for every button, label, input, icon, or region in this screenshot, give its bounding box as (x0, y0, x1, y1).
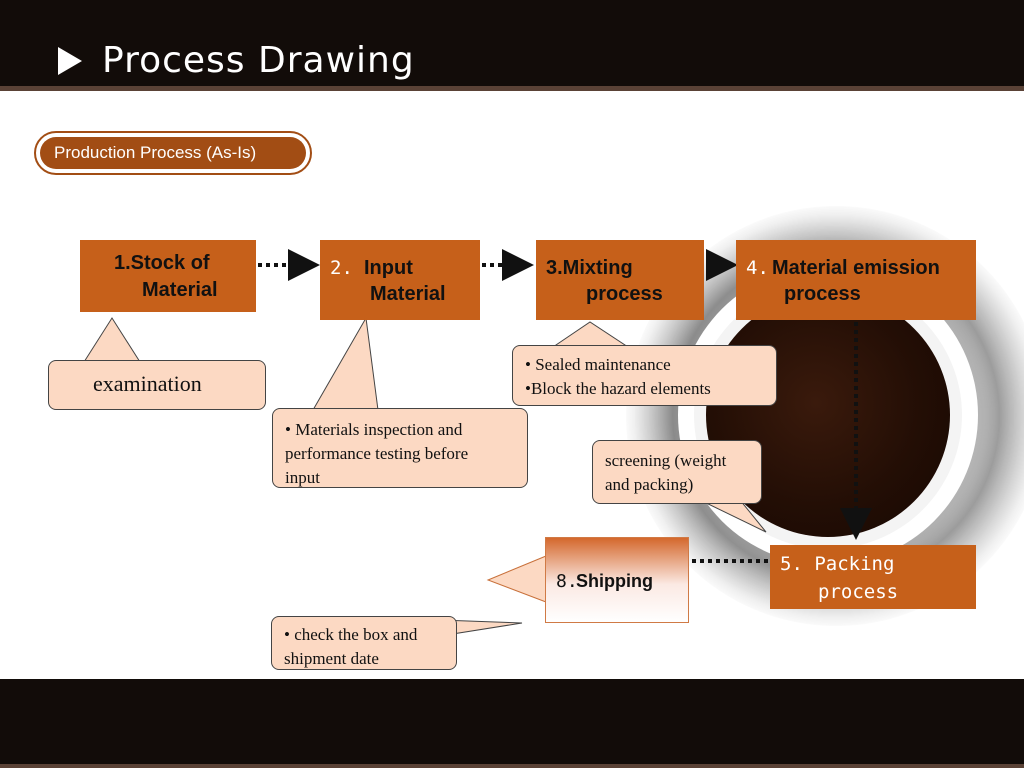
step-4-line2: process (784, 283, 861, 305)
step-4-line1: Material emission (772, 257, 940, 279)
step-4-number: 4. (746, 257, 769, 279)
examination-pointer (83, 317, 141, 363)
step-8-number: 8. (556, 571, 578, 592)
step-2-line1: Input (364, 257, 413, 279)
header-divider (0, 86, 1024, 91)
input-note-line2: performance testing before (285, 444, 469, 463)
play-triangle-icon (58, 46, 82, 75)
shipping-note-line1: • check the box and (284, 625, 418, 644)
input-note-line3: input (285, 468, 320, 487)
screening-note-line1: screening (weight (605, 451, 727, 470)
footer-bar (0, 679, 1024, 768)
step-3-line1: 3.Mixting (546, 257, 633, 279)
input-note-line1: • Materials inspection and (285, 420, 463, 439)
page-title-text: Process Drawing (102, 40, 415, 81)
screening-note-pointer (699, 499, 767, 533)
examination-text: examination (93, 371, 202, 396)
step-2-number: 2. (330, 257, 353, 279)
step-3-box: 3.Mixting process (536, 240, 704, 320)
step-5-line1: 5. Packing (780, 553, 895, 575)
shipping-note: • check the box and shipment date (271, 616, 457, 670)
step-8-label: Shipping (576, 571, 653, 591)
mixing-note-line2: •Block the hazard elements (525, 379, 711, 398)
mixing-note-pointer (551, 321, 630, 348)
process-badge: Production Process (As-Is) (34, 131, 312, 175)
header-bar (0, 0, 1024, 86)
input-note-pointer (312, 316, 379, 411)
shipping-arrow-pointer (486, 555, 547, 603)
step-1-box: 1.Stock of Material (80, 240, 256, 312)
mixing-note-line1: • Sealed maintenance (525, 355, 671, 374)
step-5-line2: process (818, 581, 899, 603)
step-1-line2: Material (142, 279, 218, 301)
step-8-box: 8. Shipping (545, 537, 689, 623)
input-note: • Materials inspection and performance t… (272, 408, 528, 488)
page-title: Process Drawing (58, 40, 415, 81)
step-4-box: 4. Material emission process (736, 240, 976, 320)
screening-note-line2: and packing) (605, 475, 694, 494)
step-5-box: 5. Packing process (770, 545, 976, 609)
step-2-line2: Material (370, 283, 446, 305)
step-3-line2: process (586, 283, 663, 305)
process-badge-label: Production Process (As-Is) (40, 137, 306, 169)
coffee-cup-image (678, 265, 978, 565)
step-1-line1: 1.Stock of (114, 252, 210, 274)
step-2-box: 2. Input Material (320, 240, 480, 320)
examination-note: examination (48, 360, 266, 410)
cup-rim (694, 281, 962, 549)
screening-note: screening (weight and packing) (592, 440, 762, 504)
shipping-note-line2: shipment date (284, 649, 379, 668)
mixing-note: • Sealed maintenance •Block the hazard e… (512, 345, 777, 406)
footer-divider (0, 764, 1024, 768)
